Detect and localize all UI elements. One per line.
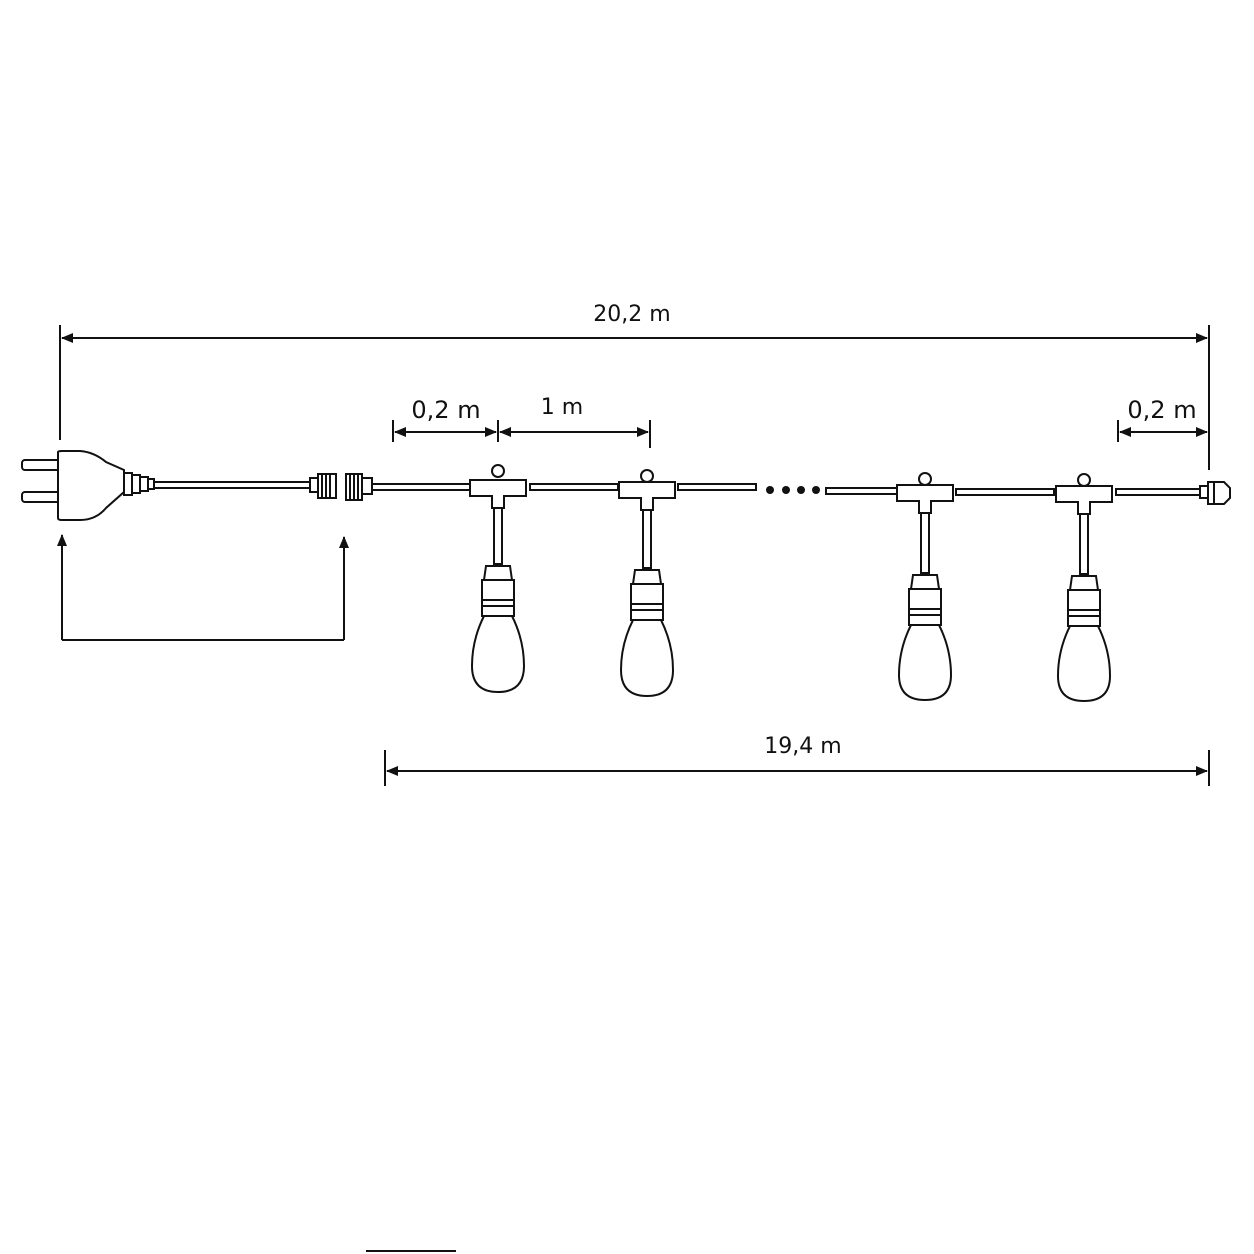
total-length-dimension: 20,2 m	[59, 302, 1210, 470]
power-cable	[153, 481, 311, 489]
power-cord-bracket	[57, 534, 349, 641]
continuation-dots	[766, 486, 820, 494]
cable-connector	[309, 473, 373, 501]
total-length-label: 20,2 m	[593, 302, 670, 327]
bulb-socket-1	[469, 464, 527, 694]
power-plug	[21, 450, 155, 521]
lead-dimension: 0,2 m	[392, 396, 499, 442]
spacing-dimension: 1 m	[499, 395, 651, 448]
end-lead-dimension: 0,2 m	[1117, 396, 1208, 442]
bulb-socket-4	[1055, 473, 1113, 703]
end-lead-dimension-label: 0,2 m	[1127, 396, 1196, 424]
lit-length-dimension: 19,4 m	[384, 734, 1210, 786]
lit-length-label: 19,4 m	[764, 734, 841, 759]
bulb-socket-3	[896, 472, 954, 702]
lead-dimension-label: 0,2 m	[411, 396, 480, 424]
end-cap	[1199, 481, 1231, 505]
spacing-dimension-label: 1 m	[541, 395, 583, 420]
bulb-socket-2	[618, 469, 676, 698]
